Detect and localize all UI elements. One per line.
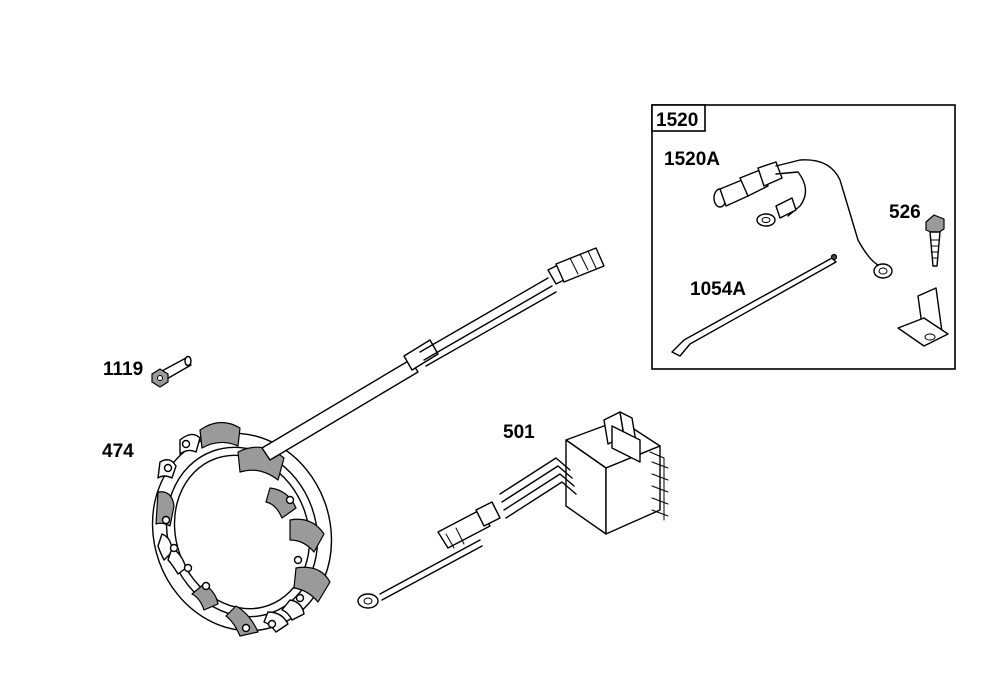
label-1054a: 1054A	[690, 279, 746, 300]
kit-1520-box: 1520 1520A 526	[651, 104, 956, 370]
label-1520a: 1520A	[664, 149, 720, 170]
sensor-1520a	[713, 159, 893, 279]
label-526: 526	[889, 202, 921, 223]
label-1119: 1119	[103, 359, 143, 380]
regulator-501	[357, 411, 669, 609]
label-501: 501	[503, 422, 535, 443]
cable-tie-1054a	[671, 253, 838, 357]
bolt-526	[925, 214, 945, 267]
label-474: 474	[102, 441, 134, 462]
bracket	[897, 287, 949, 347]
screw-1119	[151, 355, 192, 388]
label-1520: 1520	[656, 110, 698, 131]
stator-474	[151, 247, 605, 637]
